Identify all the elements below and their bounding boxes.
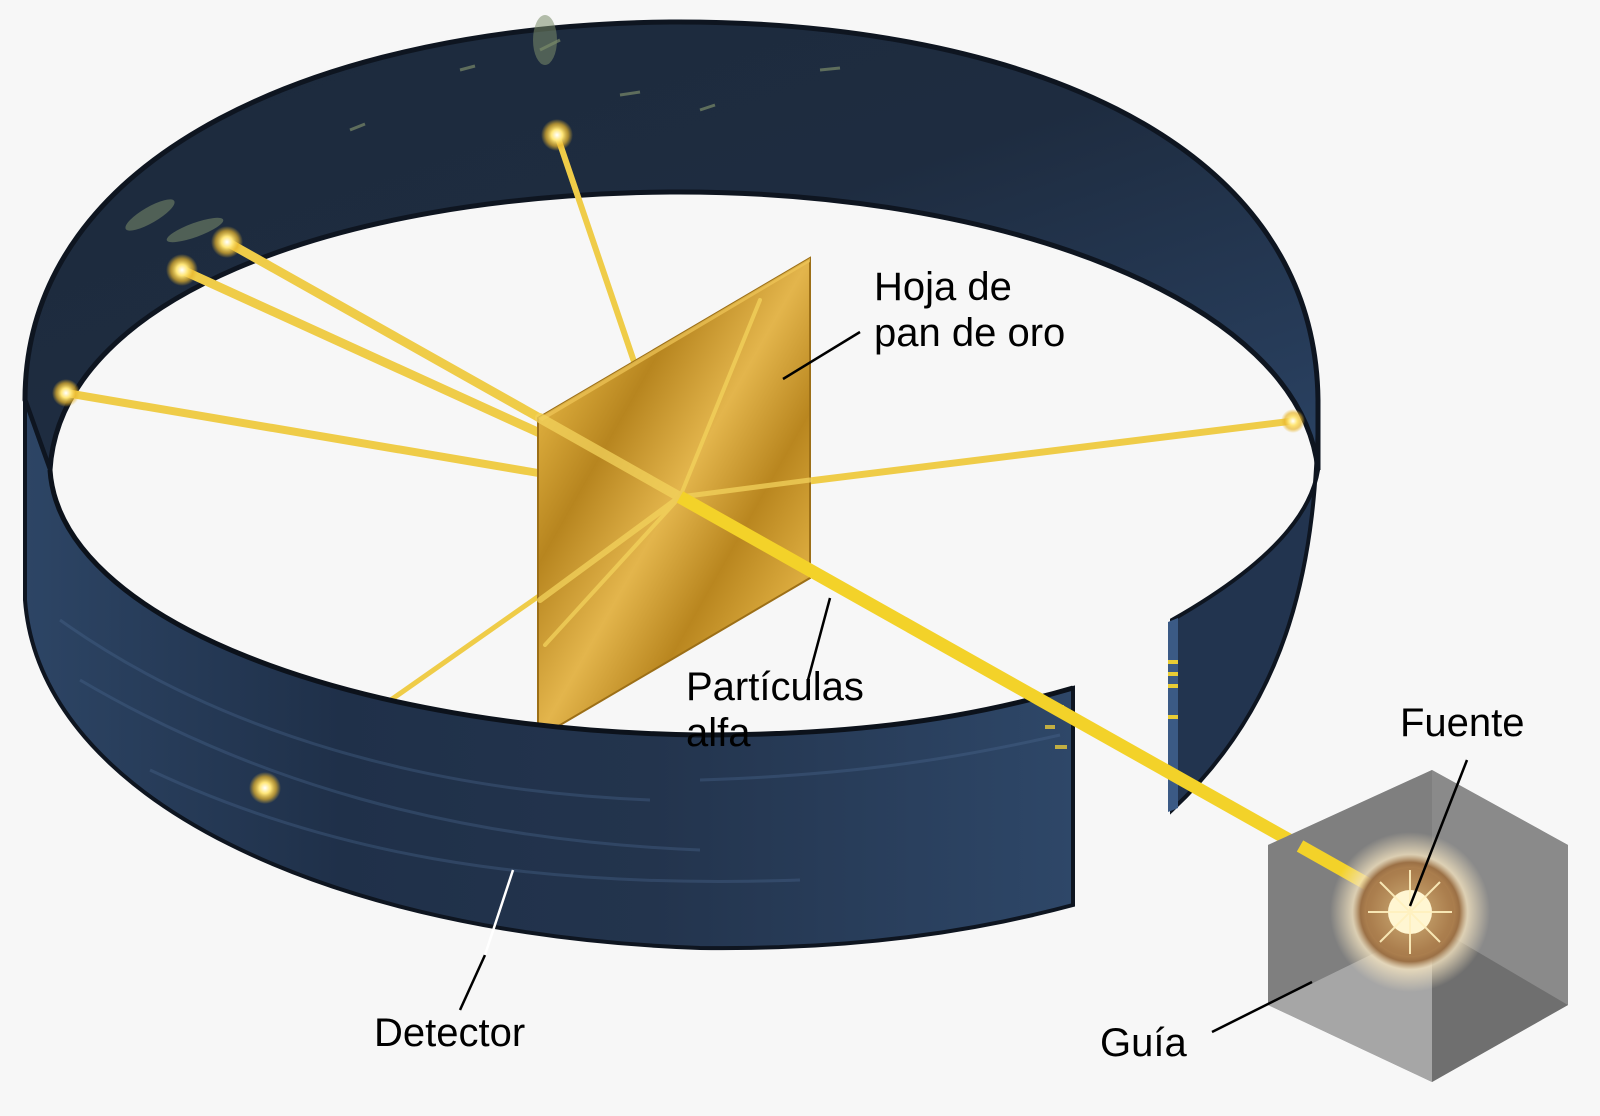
label-source: Fuente: [1400, 701, 1525, 745]
detector-leader-dark: [458, 954, 487, 1011]
label-guide: Guía: [1100, 1021, 1187, 1065]
label-gold-foil: Hoja de pan de oro: [874, 265, 1066, 355]
scatter-hit-markers: [52, 119, 1305, 804]
alpha-leader: [806, 597, 832, 681]
detector-leader-light: [483, 869, 515, 956]
source-leader: [1408, 759, 1469, 907]
label-detector: Detector: [374, 1011, 526, 1055]
foil-leader: [782, 330, 861, 381]
source-sphere: [1330, 832, 1490, 992]
detector-ring-right-segment: [1168, 399, 1320, 815]
detector-ring-front: [23, 399, 1075, 951]
gold-foil: [535, 256, 813, 740]
guide-leader: [1211, 980, 1313, 1034]
label-alpha-particles: Partículas alfa: [686, 665, 864, 755]
detector-ring-back: [22, 15, 1321, 471]
leader-lines: [458, 330, 1469, 1034]
